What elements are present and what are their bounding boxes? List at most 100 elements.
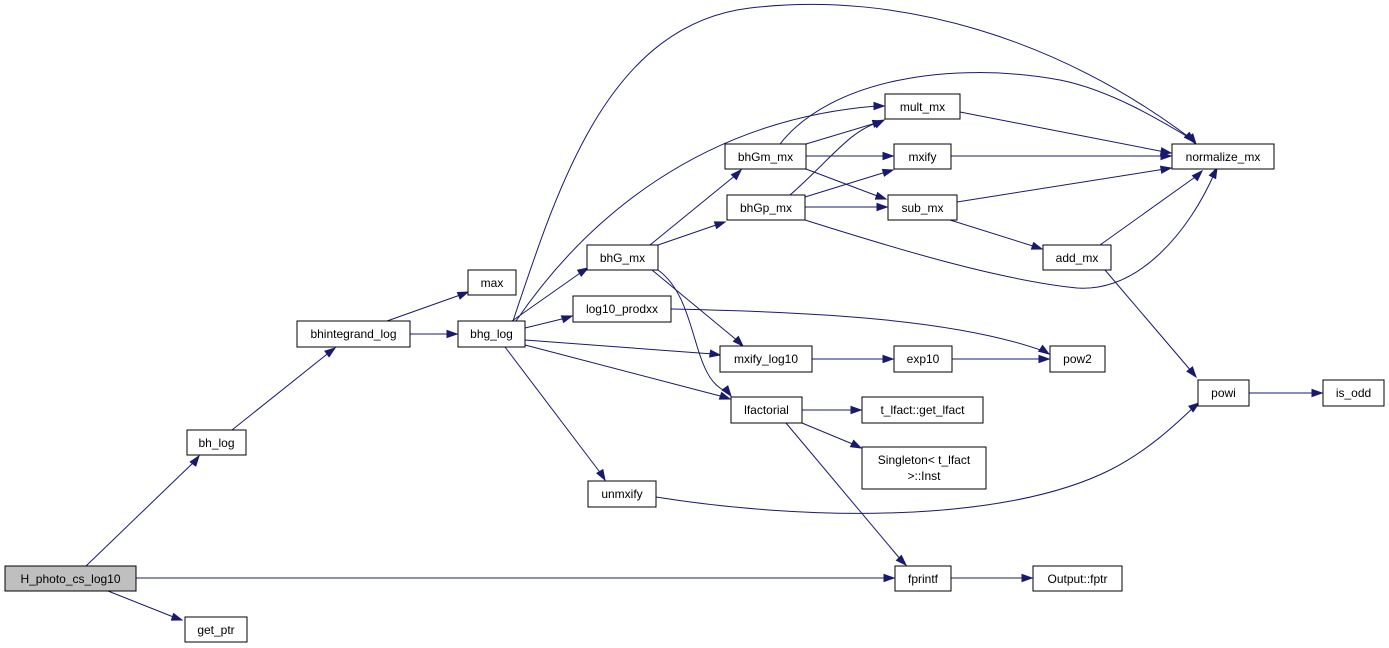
node-label: bhGm_mx (738, 150, 793, 164)
arrowhead-lfactorial-to-get-lfact (850, 405, 863, 415)
arrowhead-fprintf-to-output-fptr (1021, 573, 1034, 583)
node-is-odd[interactable]: is_odd (1322, 379, 1385, 407)
node-t-lfact-get-lfact[interactable]: t_lfact::get_lfact (861, 396, 984, 424)
edge-h-photo-to-get-ptr (107, 590, 177, 619)
node-max[interactable]: max (467, 269, 517, 296)
arrowhead-h-photo-to-fprintf (883, 573, 896, 583)
arrowhead-exp10-to-pow2 (1038, 354, 1051, 364)
arrowhead-bhgm-mx-to-normalize-mx (1186, 133, 1197, 146)
arrowhead-sub-mx-to-add-mx (1030, 241, 1044, 250)
arrowhead-h-photo-to-get-ptr (170, 612, 184, 621)
node-exp10[interactable]: exp10 (893, 345, 953, 373)
node-label: add_mx (1056, 251, 1099, 265)
node-bhg-mx[interactable]: bhG_mx (586, 244, 659, 271)
node-add-mx[interactable]: add_mx (1042, 244, 1112, 271)
node-label: max (481, 276, 504, 290)
arrowhead-bhgm-mx-to-sub-mx (874, 191, 888, 200)
node-output-fptr[interactable]: Output::fptr (1032, 565, 1123, 592)
edge-bhg-log-to-lfactorial (524, 344, 725, 398)
node-log10-prodxx[interactable]: log10_prodxx (572, 295, 672, 323)
edge-unmxify-to-powi (655, 405, 1196, 514)
arrowhead-bhgp-mx-to-mult-mx (872, 119, 886, 129)
arrowhead-bhg-mx-to-bhgp-mx (713, 221, 727, 230)
edge-h-photo-to-bh-log (85, 459, 197, 567)
node-label: bhg_log (470, 327, 513, 341)
edge-bh-log-to-bhintegrand (231, 350, 332, 431)
arrowhead-powi-to-is-odd (1311, 388, 1324, 398)
node-fprintf[interactable]: fprintf (894, 565, 952, 592)
edge-sub-mx-to-normalize-mx (956, 168, 1166, 203)
arrowhead-log10-prodxx-to-pow2 (1037, 344, 1051, 355)
edge-sub-mx-to-add-mx (949, 219, 1037, 248)
node-label: mult_mx (900, 100, 945, 114)
arrowhead-bhgp-mx-to-sub-mx (876, 202, 889, 212)
node-get-ptr[interactable]: get_ptr (184, 616, 248, 643)
arrowhead-h-photo-to-bh-log (189, 454, 200, 467)
node-label: powi (1211, 386, 1236, 400)
node-lfactorial[interactable]: lfactorial (730, 396, 803, 424)
node-label: lfactorial (744, 403, 789, 417)
node-h-photo-cs-log10[interactable]: H_photo_cs_log10 (4, 565, 137, 592)
arrowhead-bhg-log-to-log10-prodxx (560, 315, 574, 324)
arrowhead-bhg-mx-to-mxify-log10 (732, 335, 745, 348)
edge-bhgm-mx-to-mult-mx (805, 122, 877, 145)
node-bhgp-mx[interactable]: bhGp_mx (726, 194, 806, 221)
arrowhead-bhg-mx-to-lfactorial (721, 385, 732, 398)
edge-add-mx-to-powi (1104, 269, 1193, 373)
edge-bhgp-mx-to-mxify (804, 171, 887, 198)
call-graph-edges (85, 3, 1324, 621)
edge-bhg-mx-to-mxify-log10 (651, 269, 740, 343)
edge-bhgp-mx-to-mult-mx (789, 121, 881, 196)
node-label: unmxify (601, 487, 642, 501)
edge-add-mx-to-normalize-mx (1099, 174, 1199, 246)
node-label: t_lfact::get_lfact (880, 403, 965, 417)
node-label: H_photo_cs_log10 (20, 572, 120, 586)
node-label: normalize_mx (1186, 150, 1261, 164)
edge-bhg-log-to-log10-prodxx (524, 317, 567, 329)
node-label: fprintf (908, 572, 939, 586)
node-normalize-mx[interactable]: normalize_mx (1171, 143, 1275, 170)
node-label: exp10 (907, 352, 940, 366)
edge-bhg-mx-to-lfactorial (657, 269, 729, 393)
node-label: bhG_mx (600, 251, 645, 265)
edge-bhg-log-to-mxify-log10 (524, 339, 714, 355)
edge-bhg-log-to-normalize-mx (512, 3, 1191, 322)
node-bhg-log[interactable]: bhg_log (457, 320, 526, 348)
node-label: Output::fptr (1047, 572, 1107, 586)
node-pow2[interactable]: pow2 (1049, 345, 1106, 373)
arrowhead-mxify-to-normalize-mx (1160, 151, 1173, 161)
node-label: bh_log (198, 436, 234, 450)
edge-bhgp-mx-to-normalize-mx (804, 171, 1216, 289)
edge-bhintegrand-to-max (386, 293, 464, 322)
arrowhead-bhgm-mx-to-mxify (882, 151, 895, 161)
node-bhgm-mx[interactable]: bhGm_mx (724, 143, 807, 170)
arrowhead-bhgp-mx-to-mxify (881, 168, 895, 177)
node-sub-mx[interactable]: sub_mx (887, 194, 958, 221)
arrowhead-bhg-log-to-lfactorial (718, 391, 732, 400)
node-label: pow2 (1063, 352, 1092, 366)
node-label: bhintegrand_log (310, 327, 396, 341)
node-label-line-2: >::Inst (907, 469, 941, 483)
edge-lfactorial-to-fprintf (785, 422, 902, 561)
node-mxify[interactable]: mxify (893, 143, 952, 170)
arrowhead-bhg-mx-to-bhgm-mx (730, 168, 743, 181)
edge-bhgm-mx-to-sub-mx (805, 168, 881, 198)
node-label: bhGp_mx (740, 201, 792, 215)
arrowhead-add-mx-to-normalize-mx (1191, 169, 1204, 182)
node-bhintegrand-log[interactable]: bhintegrand_log (296, 320, 411, 348)
node-singleton-inst[interactable]: Singleton< t_lfact >::Inst (861, 446, 987, 490)
arrowhead-bhg-log-to-unmxify (595, 468, 606, 482)
arrowhead-add-mx-to-powi (1186, 366, 1197, 379)
node-mxify-log10[interactable]: mxify_log10 (719, 345, 813, 373)
arrowhead-unmxify-to-powi (1188, 402, 1201, 413)
arrowhead-bhintegrand-to-bhg-log (446, 329, 459, 339)
node-label: sub_mx (901, 201, 943, 215)
arrowhead-mxify-log10-to-exp10 (882, 354, 895, 364)
node-powi[interactable]: powi (1197, 379, 1250, 407)
node-mult-mx[interactable]: mult_mx (884, 93, 961, 120)
node-bh-log[interactable]: bh_log (186, 429, 247, 456)
edge-bhg-mx-to-bhgp-mx (657, 223, 720, 246)
arrowhead-bhintegrand-to-max (456, 291, 470, 300)
node-label-line-1: Singleton< t_lfact (878, 453, 971, 467)
node-unmxify[interactable]: unmxify (587, 480, 657, 508)
